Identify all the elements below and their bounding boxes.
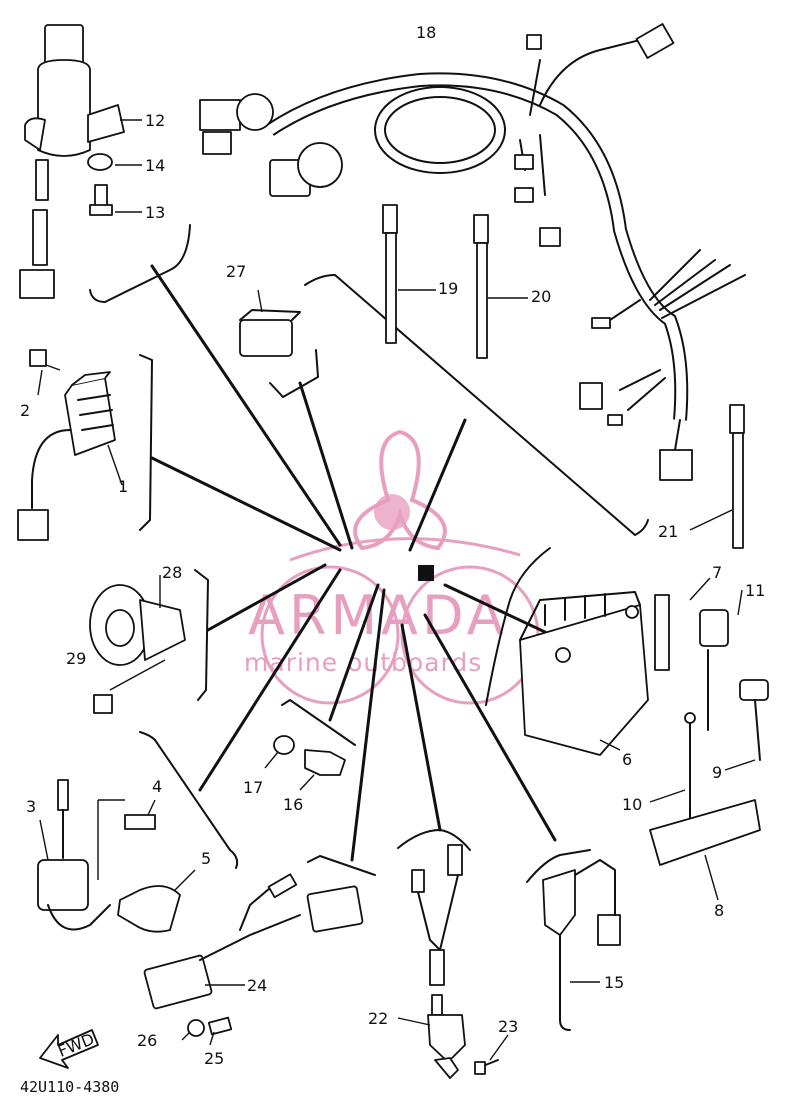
battery [519, 577, 769, 901]
propeller-logo [353, 429, 447, 551]
callout-10: 10 [622, 795, 642, 814]
wire-harness [199, 23, 746, 481]
sensor-assembly [397, 844, 509, 1079]
relay [239, 289, 301, 357]
callout-22: 22 [368, 1009, 388, 1028]
callout-14: 14 [145, 156, 165, 175]
callout-25: 25 [204, 1049, 224, 1068]
callout-20: 20 [531, 287, 551, 306]
callout-1: 1 [118, 477, 128, 496]
ignition-coil [37, 779, 196, 933]
drawing-code: 42U110-4380 [20, 1078, 119, 1096]
fwd-arrow-icon: FWD [39, 1029, 99, 1069]
callout-29: 29 [66, 649, 86, 668]
callout-27: 27 [226, 262, 246, 281]
callout-11: 11 [745, 581, 765, 600]
plug-cap [542, 859, 621, 1031]
callout-17: 17 [243, 778, 263, 797]
callout-28: 28 [162, 563, 182, 582]
callout-23: 23 [498, 1017, 518, 1036]
callout-19: 19 [438, 279, 458, 298]
armada-watermark: ARMADA marine outboards [244, 429, 540, 705]
callout-9: 9 [712, 763, 722, 782]
cdi-unit [143, 873, 364, 1046]
callout-13: 13 [145, 203, 165, 222]
callout-3: 3 [26, 797, 36, 816]
rectifier-regulator [17, 349, 123, 541]
callout-5: 5 [201, 849, 211, 868]
callout-4: 4 [152, 777, 162, 796]
callout-18: 18 [416, 23, 436, 42]
main-switch [19, 24, 142, 299]
callout-7: 7 [712, 563, 722, 582]
callout-26: 26 [137, 1031, 157, 1050]
callout-21: 21 [658, 522, 678, 541]
callout-12: 12 [145, 111, 165, 130]
cable-bands [382, 204, 745, 549]
fwd-label: FWD [55, 1029, 97, 1061]
neutral-switch [264, 735, 346, 791]
callout-24: 24 [247, 976, 267, 995]
callout-numbers: 1 2 3 4 5 6 7 8 9 10 11 12 13 14 15 16 1… [20, 23, 765, 1068]
callout-2: 2 [20, 401, 30, 420]
callout-8: 8 [714, 901, 724, 920]
callout-16: 16 [283, 795, 303, 814]
callout-15: 15 [604, 973, 624, 992]
callout-6: 6 [622, 750, 632, 769]
routing-brackets [89, 224, 649, 883]
leader-lines [150, 264, 557, 862]
watermark-tagline: marine outboards [244, 648, 482, 677]
horn [89, 575, 186, 714]
